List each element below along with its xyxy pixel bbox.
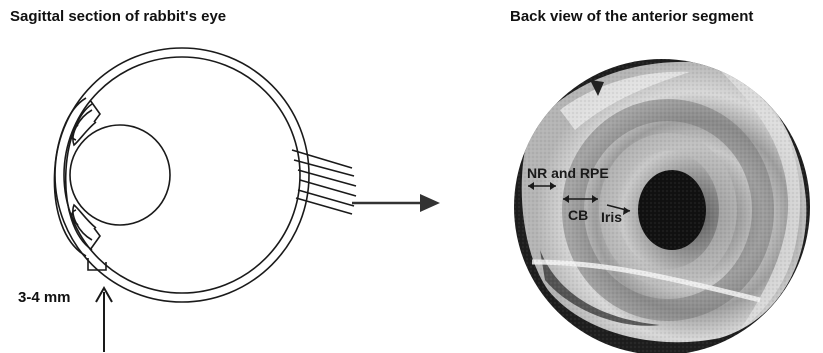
anterior-segment-photo <box>514 59 810 353</box>
eye-diagram <box>54 48 356 302</box>
measurement-arrow <box>96 288 112 352</box>
optic-nerve <box>292 150 356 214</box>
sclera-inner <box>64 57 300 293</box>
label-iris: Iris <box>601 209 622 225</box>
label-nr-rpe: NR and RPE <box>527 165 609 181</box>
measurement-label: 3-4 mm <box>18 289 71 306</box>
lens <box>70 125 170 225</box>
sclera-outer <box>55 48 309 302</box>
transition-arrow <box>352 194 440 212</box>
label-cb: CB <box>568 207 588 223</box>
